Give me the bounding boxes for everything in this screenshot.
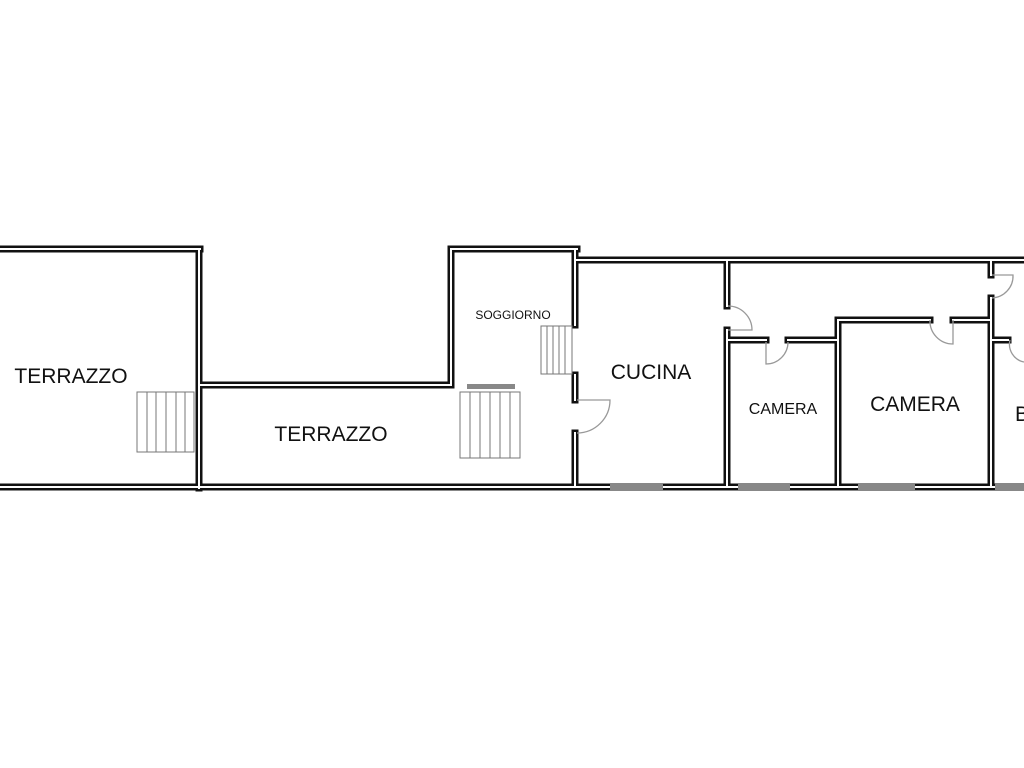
room-label-bagno-partial: B — [1014, 403, 1024, 426]
stairs-soggiorno — [540, 325, 573, 375]
room-label-terrazzo-middle: TERRAZZO — [274, 423, 388, 446]
stairs-middle — [459, 391, 521, 459]
room-label-cucina: CUCINA — [610, 361, 692, 384]
room-label-camera-large: CAMERA — [870, 393, 960, 416]
room-label-soggiorno: SOGGIORNO — [475, 308, 551, 322]
room-label-camera-small: CAMERA — [748, 401, 818, 418]
stairs-left — [136, 391, 195, 453]
room-label-terrazzo-left: TERRAZZO — [14, 365, 128, 388]
walls — [0, 245, 1024, 492]
doors — [576, 274, 1024, 434]
windows — [467, 384, 1024, 490]
